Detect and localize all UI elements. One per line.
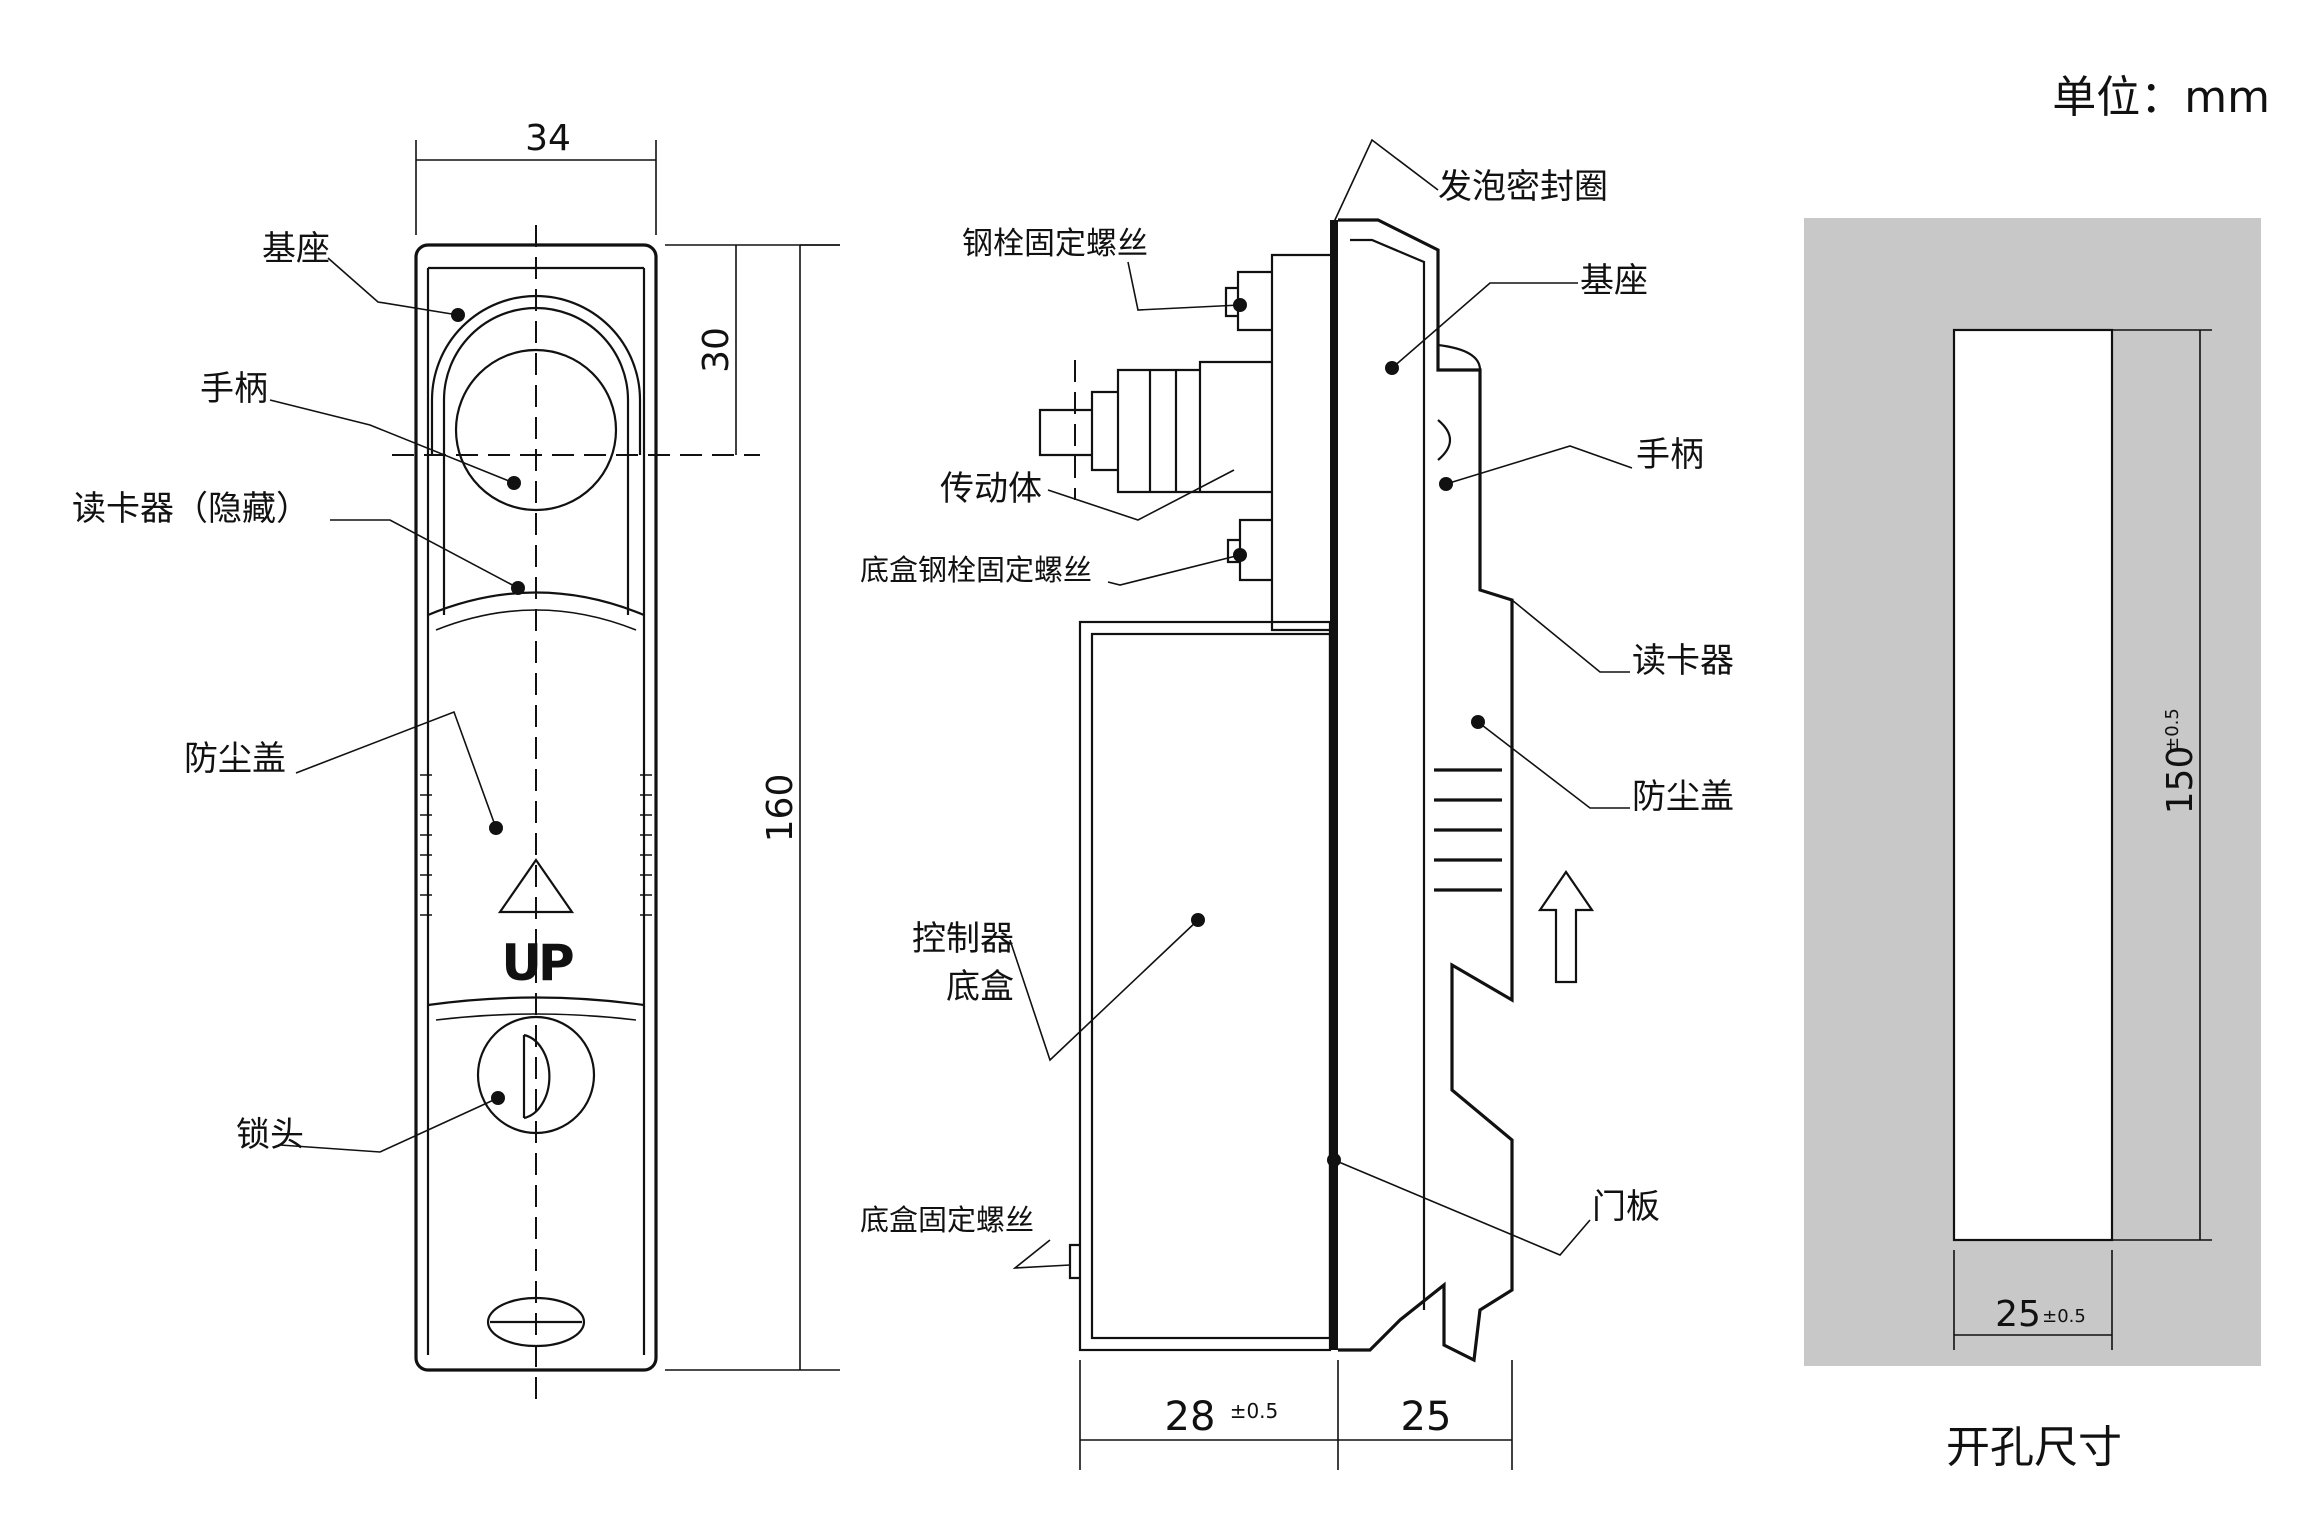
cutout-title: 开孔尺寸 <box>1946 1422 2122 1473</box>
side-view: 发泡密封圈 钢栓固定螺丝 基座 传动体 手柄 底盒钢栓固定螺丝 读卡器 防尘盖 … <box>860 138 1734 1470</box>
side-base-outline <box>1338 218 1514 1363</box>
label-box-screw: 底盒固定螺丝 <box>860 1203 1034 1237</box>
unit-label: 单位：mm <box>2052 72 2270 123</box>
leader-box-screw <box>1012 1239 1071 1269</box>
label-card-reader: 读卡器 <box>1632 641 1734 681</box>
leader-controller <box>1009 919 1199 1062</box>
box-screw <box>1068 1243 1080 1280</box>
leader-handle <box>269 399 515 484</box>
dim-height: 160 <box>760 774 801 843</box>
label-side-dust-cover: 防尘盖 <box>1632 777 1734 817</box>
handle-knob <box>454 348 618 512</box>
label-box-bolt-screw: 底盒钢栓固定螺丝 <box>860 553 1092 587</box>
dim-width: 34 <box>525 118 571 159</box>
cutout-dim-height-tol: ±0.5 <box>2162 708 2183 752</box>
side-handle <box>1437 343 1482 461</box>
label-handle: 手柄 <box>200 369 268 409</box>
leader-reader <box>1511 599 1630 673</box>
cutout-view: 150 ±0.5 25 ±0.5 开孔尺寸 <box>1804 218 2261 1473</box>
label-lock: 锁头 <box>236 1115 304 1155</box>
label-transmission: 传动体 <box>940 469 1042 509</box>
label-foam-seal: 发泡密封圈 <box>1438 167 1608 207</box>
dim-front-depth: 25 <box>1401 1394 1452 1440</box>
cutout-dim-height-value: 150 <box>2160 746 2201 815</box>
leader-side-dust <box>1477 721 1630 809</box>
side-grips <box>1434 768 1502 892</box>
dim-height-ext <box>665 244 840 1371</box>
cutout-dim-width-tol: ±0.5 <box>2042 1306 2086 1327</box>
dim-width-ext <box>415 140 657 235</box>
leader-dust <box>295 710 497 829</box>
leader-side-base <box>1391 282 1578 369</box>
front-view: UP 基座 手柄 读卡器（隐藏） 防尘盖 锁头 34 30 160 <box>72 118 840 1400</box>
label-door-panel: 门板 <box>1592 1187 1660 1227</box>
label-reader-hidden: 读卡器（隐藏） <box>72 489 310 529</box>
label-controller-2: 底盒 <box>946 967 1014 1007</box>
up-mark: UP <box>501 934 573 992</box>
cutout-hole <box>1952 328 2114 1242</box>
cutout-dim-width <box>1953 1250 2113 1350</box>
cutout-dim-height <box>2112 329 2212 1241</box>
leader-door <box>1333 1159 1591 1256</box>
dim-box-tol: ±0.5 <box>1230 1399 1279 1423</box>
leader-base <box>327 257 459 316</box>
side-base-inner <box>1350 238 1426 1310</box>
leader-transmission <box>1047 469 1235 521</box>
label-side-base: 基座 <box>1580 261 1648 301</box>
push-up-arrow <box>1537 870 1595 984</box>
label-dust-cover: 防尘盖 <box>184 739 286 779</box>
bolt-screw-bottom <box>1226 518 1272 582</box>
label-side-handle: 手柄 <box>1636 435 1704 475</box>
dim-box-depth: 28 <box>1165 1394 1216 1440</box>
dim-top-ext <box>665 244 840 455</box>
label-base: 基座 <box>262 229 330 269</box>
leader-side-handle <box>1445 445 1633 485</box>
side-mount-plate <box>1270 253 1330 632</box>
leader-box-bolt <box>1107 554 1241 586</box>
leader-bolt <box>1127 261 1241 311</box>
label-controller-1: 控制器 <box>912 919 1014 959</box>
leader-foam <box>1333 138 1439 223</box>
front-grip-right <box>640 774 652 916</box>
front-grip-left <box>420 774 432 916</box>
lock-core <box>522 1033 551 1120</box>
dim-top: 30 <box>696 327 737 373</box>
leader-reader <box>330 519 519 589</box>
cutout-dim-width-value: 25 <box>1995 1294 2041 1335</box>
door-panel <box>1330 220 1338 1350</box>
label-bolt-screw: 钢栓固定螺丝 <box>962 226 1148 262</box>
transmission-body <box>1038 360 1272 494</box>
bolt-screw-top <box>1224 270 1272 332</box>
controller-box-inner <box>1090 632 1332 1340</box>
dim-side-ext <box>1079 1360 1513 1470</box>
controller-box <box>1078 620 1332 1352</box>
leader-lock <box>279 1097 499 1153</box>
